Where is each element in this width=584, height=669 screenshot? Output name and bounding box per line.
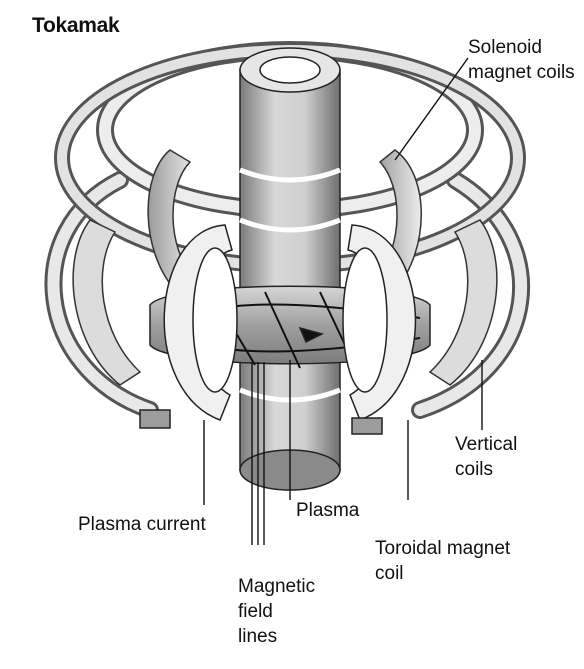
label-solenoid-magnet-coils: Solenoid magnet coils: [468, 35, 575, 85]
label-vertical-line-1: Vertical: [455, 432, 517, 457]
label-field-line-2: field: [238, 599, 315, 624]
label-magnetic-field-lines: Magnetic field lines: [238, 574, 315, 649]
label-toroidal-line-2: coil: [375, 561, 510, 586]
diagram-title: Tokamak: [32, 14, 119, 38]
label-toroidal-line-1: Toroidal magnet: [375, 536, 510, 561]
label-toroidal-magnet-coil: Toroidal magnet coil: [375, 536, 510, 586]
label-solenoid-line-1: Solenoid: [468, 35, 575, 60]
label-field-line-1: Magnetic: [238, 574, 315, 599]
label-vertical-coils: Vertical coils: [455, 432, 517, 482]
label-plasma-current: Plasma current: [78, 512, 206, 537]
label-solenoid-line-2: magnet coils: [468, 60, 575, 85]
label-plasma: Plasma: [296, 498, 359, 523]
label-vertical-line-2: coils: [455, 457, 517, 482]
label-field-line-3: lines: [238, 624, 315, 649]
